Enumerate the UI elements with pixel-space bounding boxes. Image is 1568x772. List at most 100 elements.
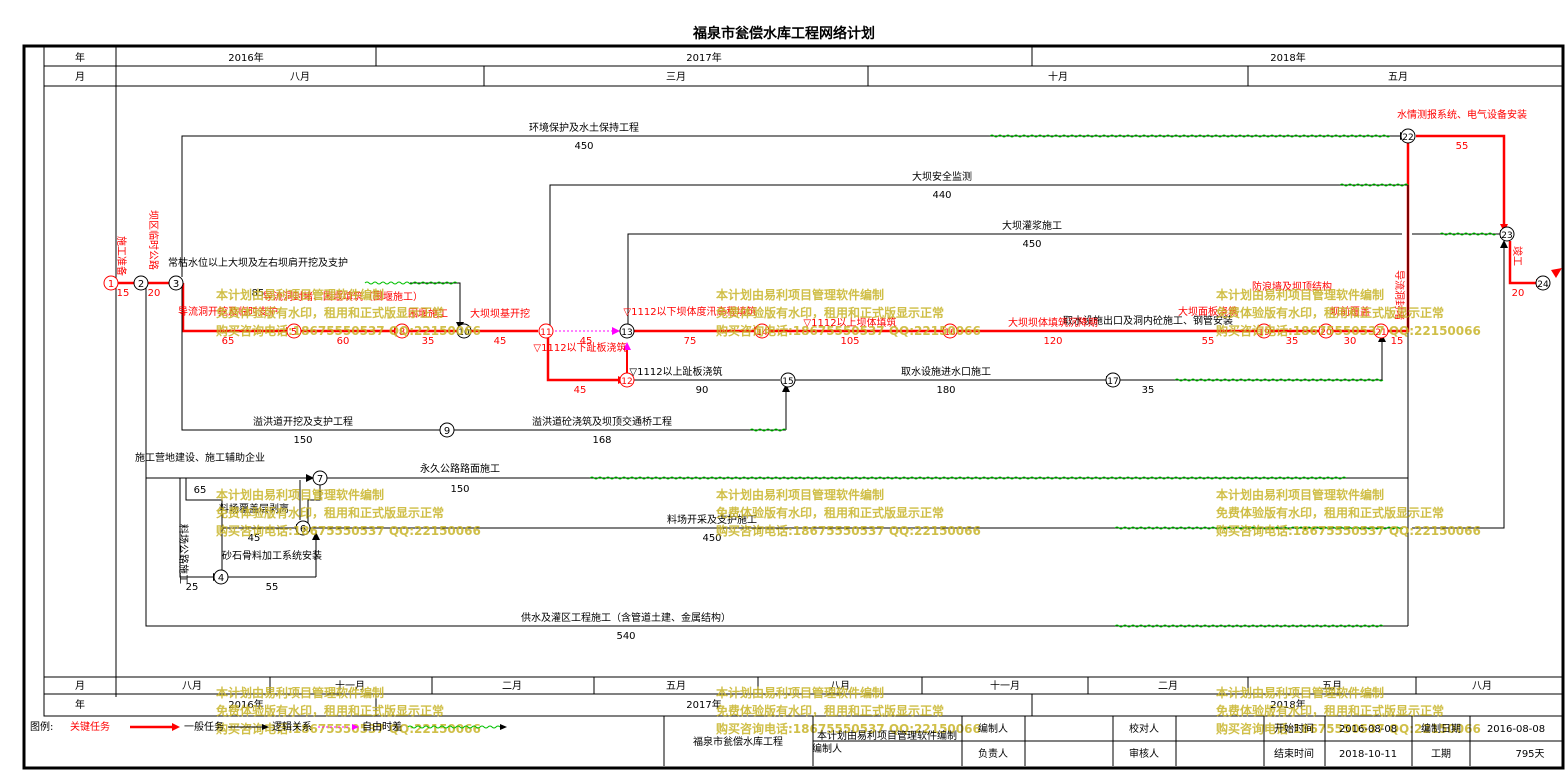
watermark-3a: 本计划由易利项目管理软件编制 [1216, 287, 1384, 302]
label-spill-conc: 溢洪道砼浇筑及坝顶交通桥工程 [532, 415, 672, 428]
dur-a1: 15 [117, 288, 130, 299]
node-20[interactable]: 20 [1318, 323, 1334, 339]
watermark-8b: 免费体验版有水印，租用和正式版显示正常 [716, 703, 944, 718]
svg-text:19: 19 [1258, 328, 1270, 338]
watermark-3b: 免费体验版有水印，租用和正式版显示正常 [1216, 305, 1444, 320]
dur-cover: 30 [1344, 336, 1357, 347]
footer-month-8: 五月 [1322, 680, 1342, 692]
node-10[interactable]: 10 [456, 323, 472, 339]
dur-fill-above: 105 [840, 336, 859, 347]
header-year-2018: 2018年 [1270, 51, 1305, 64]
dur-spill-conc: 168 [592, 435, 611, 446]
node-21[interactable]: 21 [1373, 323, 1389, 339]
watermark-5c: 购买咨询电话:18675550537 QQ:22150066 [716, 523, 981, 538]
node-12[interactable]: 12 [619, 372, 635, 388]
legend-logic-label: 逻辑关系 [272, 720, 312, 733]
label-hydro: 水情测报系统、电气设备安装 [1397, 108, 1527, 121]
node-5[interactable]: 5 [286, 323, 302, 339]
label-monitor: 大坝安全监测 [912, 170, 972, 183]
node-17[interactable]: 17 [1105, 372, 1121, 388]
svg-text:3: 3 [173, 279, 179, 290]
footer-duration-value: 795天 [1515, 749, 1544, 760]
label-fill-above: ▽1112以上坝体填筑 [803, 316, 896, 329]
footer-start-value: 2016-08-08 [1339, 724, 1397, 735]
label-found: 大坝坝基开挖 [470, 307, 530, 320]
watermark-layer: 本计划由易利项目管理软件编制 免费体验版有水印，租用和正式版显示正常 购买咨询电… [216, 287, 1481, 736]
node-22[interactable]: 22 [1400, 128, 1416, 144]
legend-critical-label: 关键任务 [70, 720, 110, 733]
footer-month-2: 十一月 [335, 679, 365, 692]
svg-text:16: 16 [944, 328, 956, 338]
node-16[interactable]: 16 [942, 323, 958, 339]
label-cofferdam2: 围堰施工 [408, 307, 448, 320]
node-19[interactable]: 19 [1256, 323, 1272, 339]
free-float-lines [364, 134, 1497, 628]
node-3[interactable]: 3 [168, 275, 184, 291]
watermark-6b: 免费体验版有水印，租用和正式版显示正常 [1216, 505, 1444, 520]
legend-float-line [407, 725, 501, 729]
footer-month-4: 五月 [666, 680, 686, 692]
svg-text:10: 10 [458, 328, 470, 338]
dur-face: 55 [1202, 336, 1215, 347]
footer-start-label: 开始时间 [1274, 722, 1314, 735]
dur-found: 45 [494, 336, 507, 347]
dur-intake-inlet: 180 [936, 385, 955, 396]
svg-text:4: 4 [218, 573, 224, 584]
node-7[interactable]: 7 [312, 470, 328, 486]
label-a1: 施工准备 [115, 236, 128, 276]
node-8[interactable]: 8 [394, 323, 410, 339]
node-23[interactable]: 23 [1499, 226, 1515, 242]
dur-road-perm: 150 [450, 484, 469, 495]
dur-hydro: 55 [1456, 141, 1469, 152]
label-road-perm: 永久公路路面施工 [420, 462, 500, 475]
header-month-label: 月 [75, 71, 85, 83]
watermark-2c: 购买咨询电话:18675550537 QQ:22150066 [716, 323, 981, 338]
dur-env: 450 [574, 141, 593, 152]
footer-duration-label: 工期 [1431, 748, 1451, 760]
node-6[interactable]: 6 [295, 520, 311, 536]
legend: 图例: 关键任务 一般任务 逻辑关系 自由时差 [30, 720, 507, 733]
footer-month-6: 十一月 [990, 679, 1020, 692]
footer-table [663, 716, 1563, 766]
legend-label: 图例: [30, 720, 53, 733]
node-2[interactable]: 2 [133, 275, 149, 291]
dur-settle: 120 [1043, 336, 1062, 347]
watermark-6c: 购买咨询电话:18675550537 QQ:22150066 [1216, 523, 1481, 538]
node-13[interactable]: 13 [619, 323, 635, 339]
watermark-1c: 购买咨询电话:18675550537 QQ:22150066 [216, 323, 481, 338]
watermark-4b: 免费体验版有水印，租用和正式版显示正常 [216, 505, 444, 520]
dur-water: 540 [616, 631, 635, 642]
footer-year-2017: 2017年 [686, 698, 721, 711]
label-intake-inlet: 取水设施进水口施工 [901, 365, 991, 378]
svg-text:6: 6 [300, 524, 306, 535]
watermark-4c: 购买咨询电话:18675550537 QQ:22150066 [216, 523, 481, 538]
label-strip: 料场覆盖层剥离 [219, 502, 289, 515]
footer-software-note: 本计划由易利项目管理软件编制 [817, 729, 957, 742]
svg-text:17: 17 [1107, 377, 1118, 387]
svg-text:22: 22 [1402, 133, 1413, 143]
footer-year-2016: 2016年 [228, 698, 263, 711]
header-year-label: 年 [75, 51, 85, 64]
label-a2: 坝区临时公路 [147, 210, 160, 270]
node-1[interactable]: 1 [103, 275, 119, 291]
node-24[interactable]: 24 [1535, 275, 1551, 291]
node-4[interactable]: 4 [213, 569, 229, 585]
node-11[interactable]: 11 [538, 323, 554, 339]
svg-text:1: 1 [108, 279, 114, 290]
node-15[interactable]: 15 [780, 372, 796, 388]
watermark-8c: 购买咨询电话:18675550537 QQ:22150066 [716, 721, 981, 736]
node-14[interactable]: 14 [754, 323, 770, 339]
footer-month-1: 八月 [182, 680, 202, 692]
node-9[interactable]: 9 [439, 422, 455, 438]
dur-diversion: 65 [222, 336, 235, 347]
label-wave: 防浪墙及坝顶结构 [1252, 280, 1332, 293]
watermark-9c: 购买咨询电话:18675550537 QQ:22150066 [1216, 721, 1481, 736]
label-cover: 坝前覆盖 [1330, 305, 1370, 318]
svg-text:12: 12 [621, 377, 632, 387]
svg-text:24: 24 [1537, 280, 1549, 290]
dur-intake-tunnel: 35 [1142, 385, 1155, 396]
header-month-mar: 三月 [666, 71, 686, 83]
svg-text:5: 5 [291, 327, 297, 338]
watermark-7a: 本计划由易利项目管理软件编制 [216, 685, 384, 700]
